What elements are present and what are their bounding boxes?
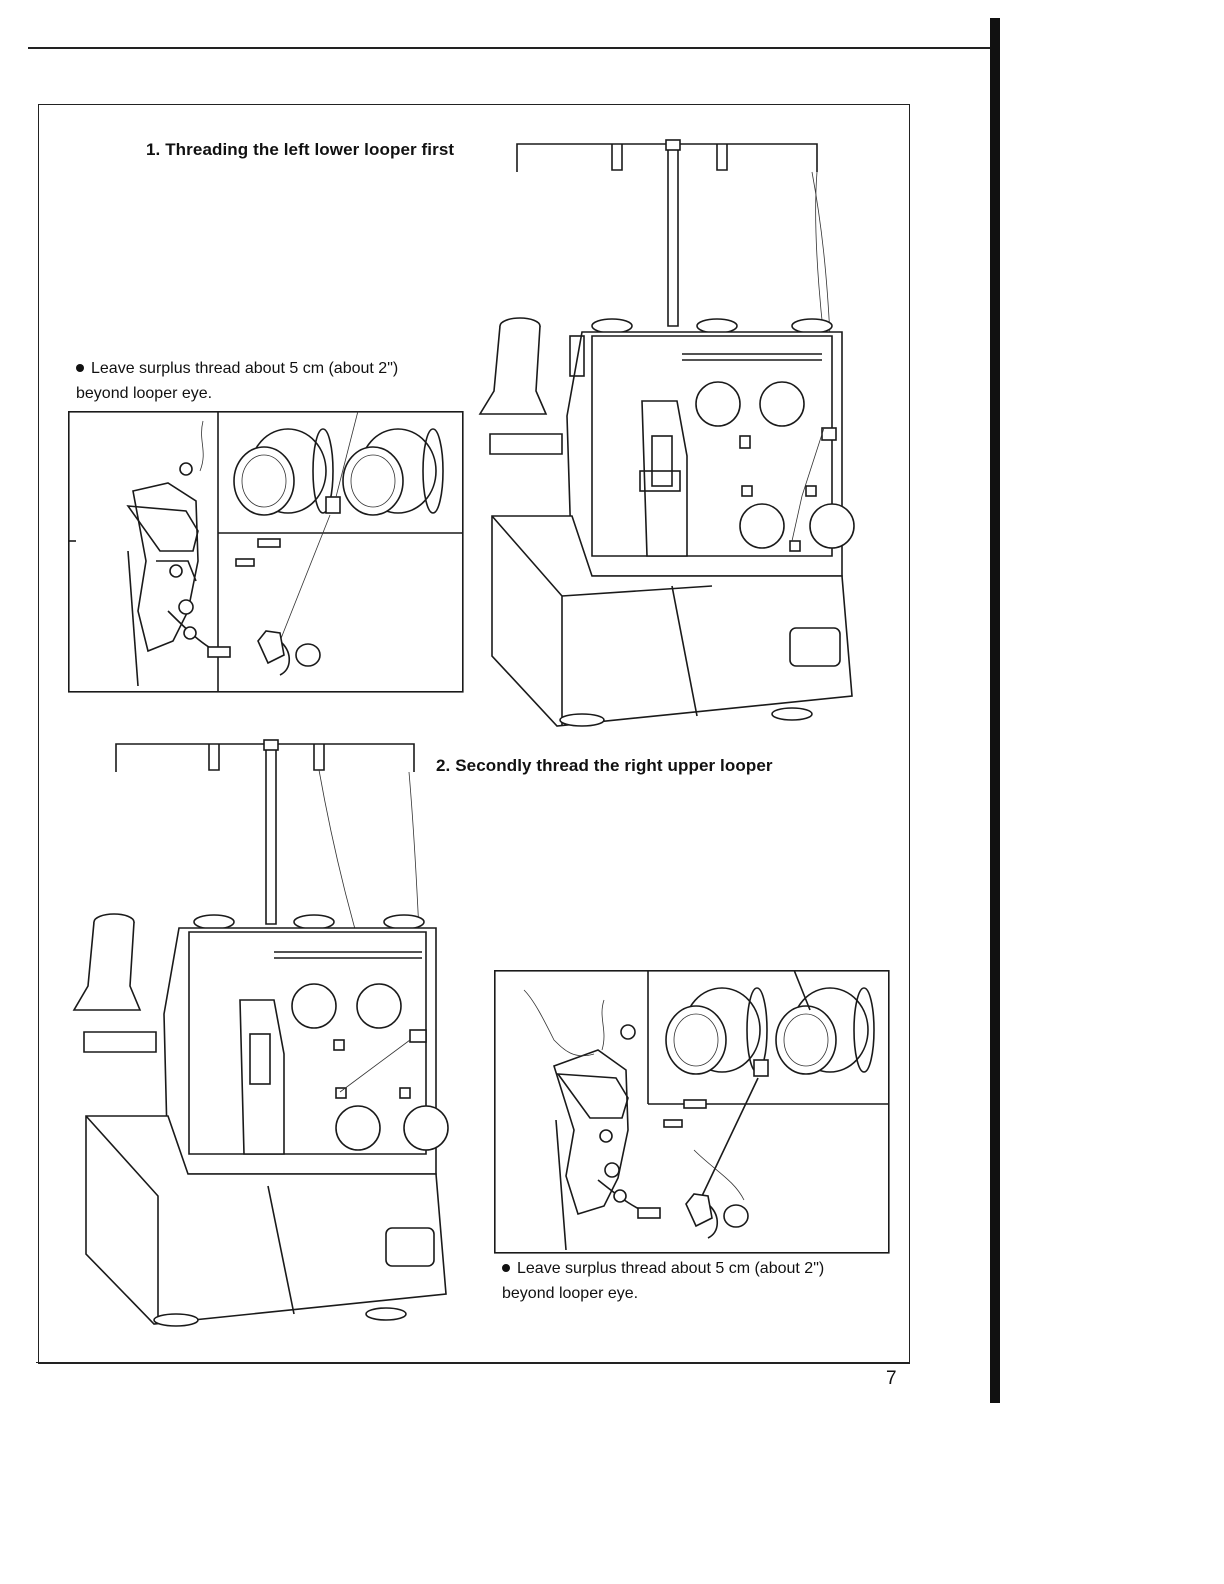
overlocker-machine-illustration-step2 bbox=[64, 734, 452, 1334]
step2-note-line2: beyond looper eye. bbox=[502, 1281, 824, 1306]
step1-note: Leave surplus thread about 5 cm (about 2… bbox=[76, 356, 398, 406]
step2-heading: 2. Secondly thread the right upper loope… bbox=[436, 756, 773, 776]
page-number: 7 bbox=[886, 1368, 897, 1390]
frame-bottom-rule bbox=[36, 1362, 910, 1363]
step1-note-line1: Leave surplus thread about 5 cm (about 2… bbox=[91, 360, 398, 377]
step2-note: Leave surplus thread about 5 cm (about 2… bbox=[502, 1256, 824, 1306]
step1-heading: 1. Threading the left lower looper first bbox=[146, 140, 454, 160]
overlocker-machine-illustration-step1 bbox=[472, 136, 872, 734]
left-looper-closeup-illustration bbox=[68, 411, 464, 693]
top-rule bbox=[28, 47, 1000, 49]
binding-bar bbox=[990, 18, 1000, 1403]
bullet-icon bbox=[502, 1264, 510, 1272]
bullet-icon bbox=[76, 364, 84, 372]
right-looper-closeup-illustration bbox=[494, 970, 890, 1254]
step2-note-line1: Leave surplus thread about 5 cm (about 2… bbox=[517, 1260, 824, 1277]
step1-note-line2: beyond looper eye. bbox=[76, 381, 398, 406]
